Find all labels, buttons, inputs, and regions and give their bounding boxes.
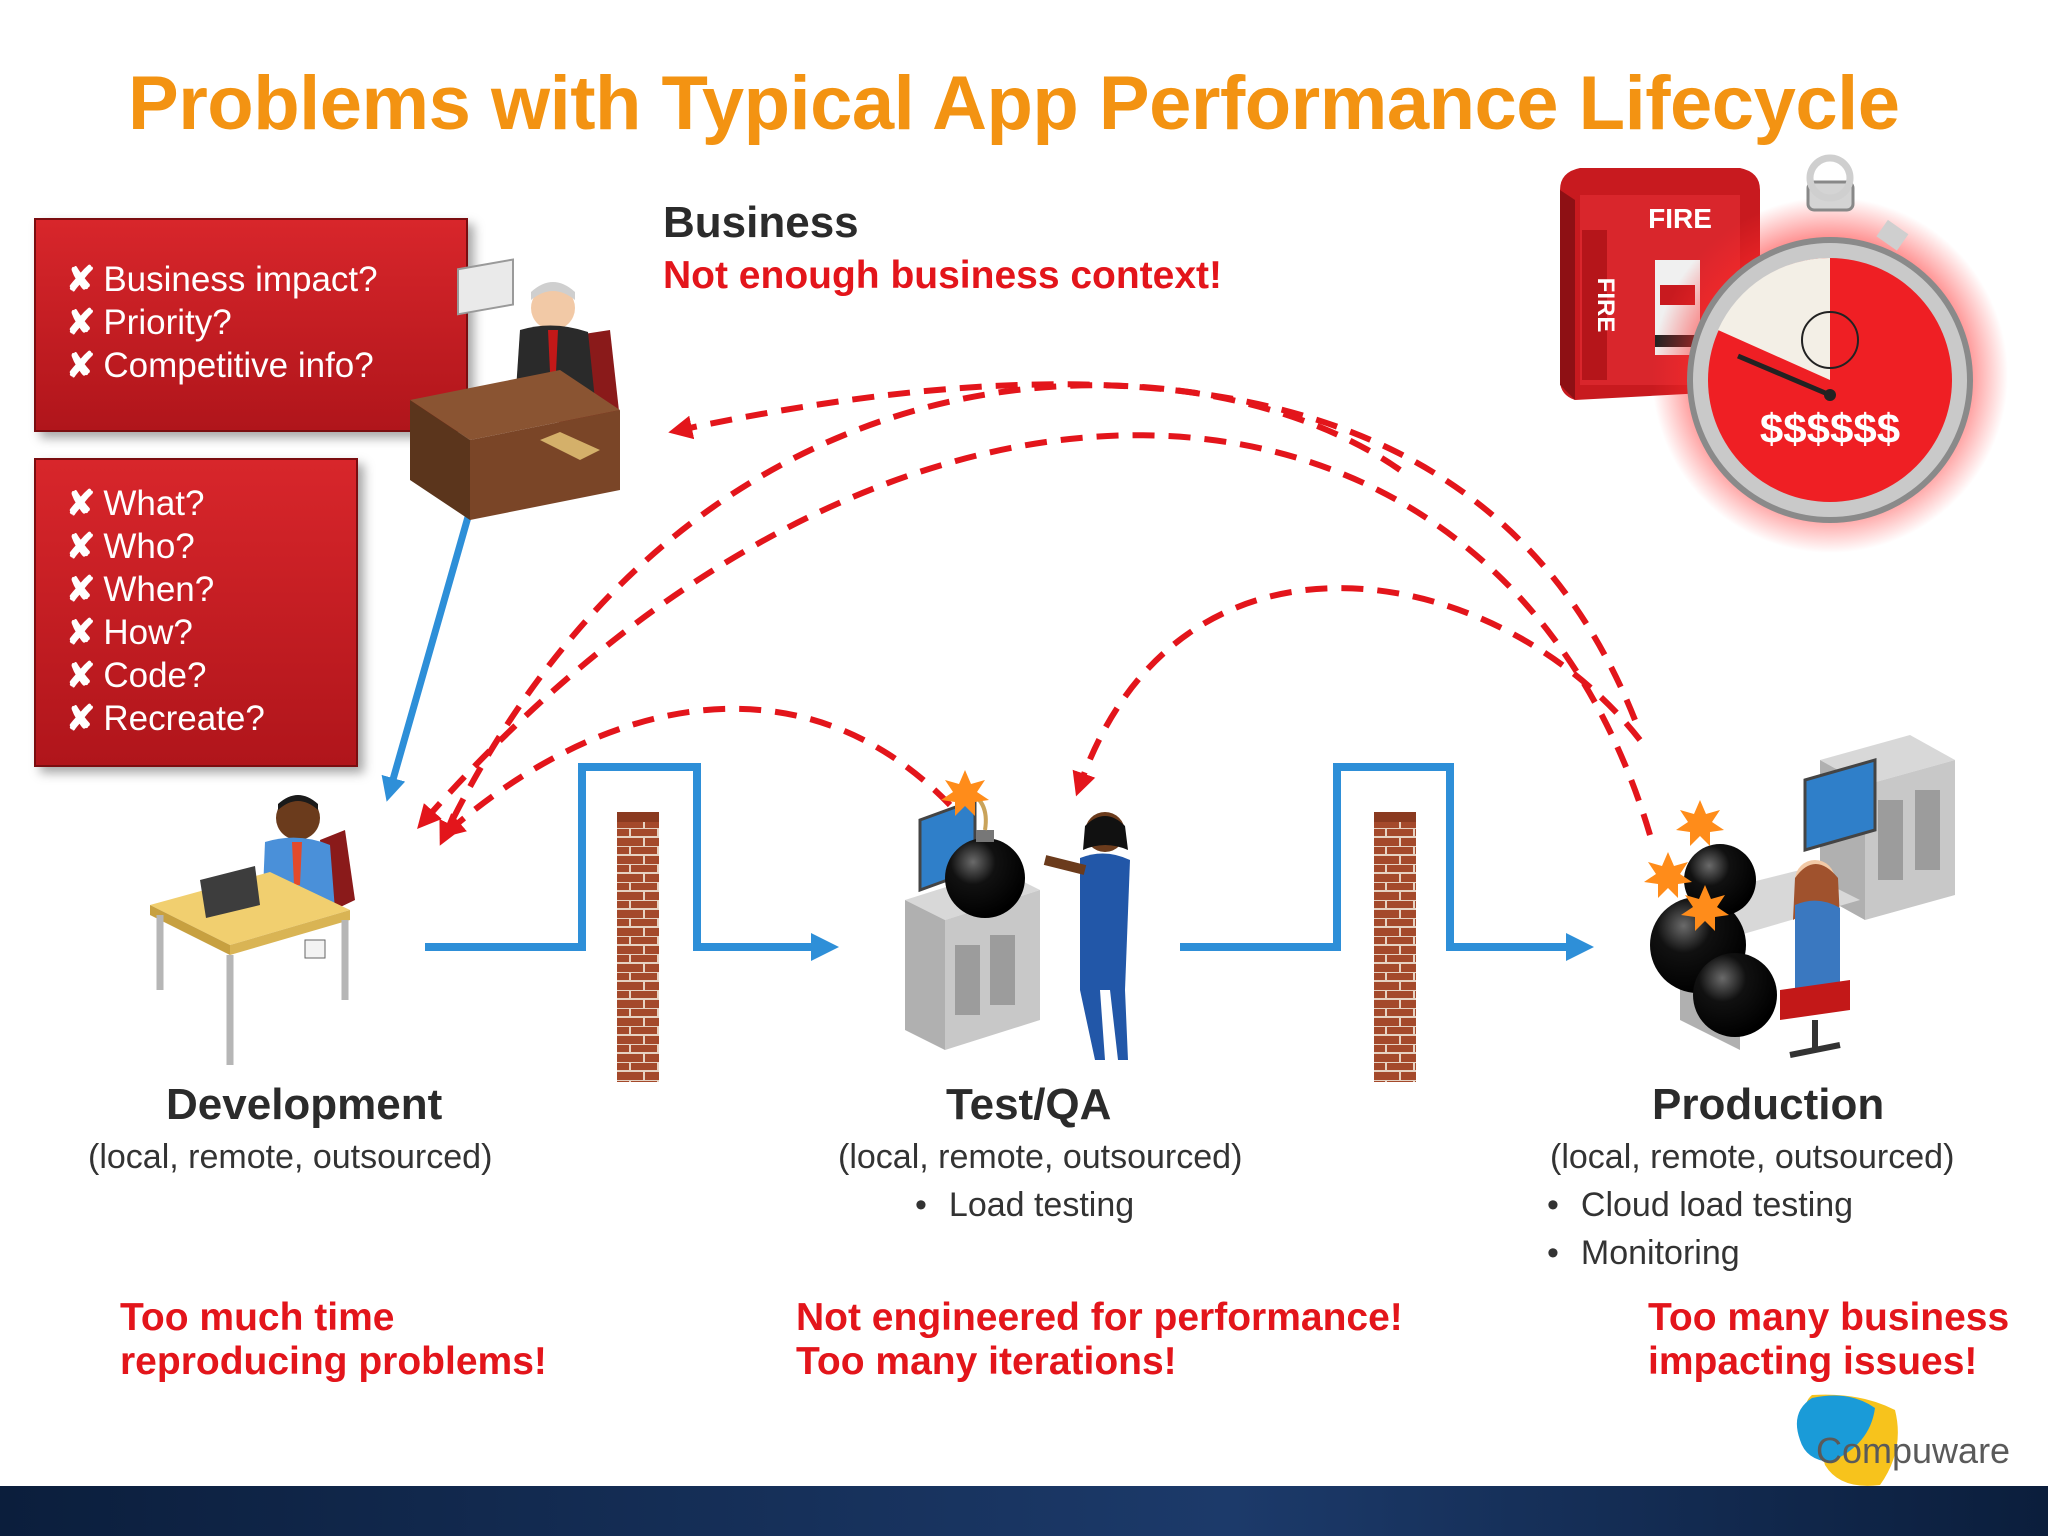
feedback-arrow-test-to-dev bbox=[440, 705, 953, 838]
feedback-arrow-production-to-dev bbox=[417, 432, 1653, 836]
brick-wall-2 bbox=[1374, 812, 1416, 1082]
question-item: ✘Code? bbox=[66, 656, 207, 695]
question-item: ✘Business impact? bbox=[66, 260, 378, 299]
problem-line: Too many business bbox=[1648, 1296, 2010, 1339]
business-person-illustration bbox=[410, 258, 620, 520]
stage-title-production: Production bbox=[1652, 1080, 1885, 1129]
problem-line: Not engineered for performance! bbox=[796, 1296, 1403, 1339]
business-label: Business bbox=[663, 198, 859, 247]
flow-arrow-test-to-production bbox=[1180, 763, 1594, 961]
dev-questions-box: ✘What? ✘Who? ✘When? ✘How? ✘Code? ✘Recrea… bbox=[34, 458, 358, 767]
tester-illustration bbox=[905, 770, 1130, 1060]
logo-text: Compuware bbox=[1816, 1430, 2010, 1471]
stage-sub-development: (local, remote, outsourced) bbox=[88, 1138, 493, 1176]
question-item: ✘Competitive info? bbox=[66, 346, 374, 385]
question-item: ✘Recreate? bbox=[66, 699, 265, 738]
feedback-arrow-production-to-business bbox=[668, 381, 1638, 722]
problem-testqa: Not engineered for performance! Too many… bbox=[796, 1296, 1403, 1384]
stage-sub-testqa: (local, remote, outsourced) bbox=[838, 1138, 1243, 1176]
feedback-arrow-business-to-dev bbox=[439, 382, 1402, 846]
problem-line: reproducing problems! bbox=[120, 1340, 547, 1383]
stage-sub-production: (local, remote, outsourced) bbox=[1550, 1138, 1955, 1176]
footer-bar bbox=[0, 1486, 2048, 1536]
stage-title-development: Development bbox=[166, 1080, 443, 1129]
stage-title-testqa: Test/QA bbox=[946, 1080, 1112, 1129]
fire-alarm-label: FIRE bbox=[1648, 203, 1712, 234]
compuware-logo bbox=[1796, 1394, 1898, 1486]
bullet-item: Cloud load testing bbox=[1547, 1186, 1853, 1225]
cross-icon: ✘ bbox=[66, 613, 96, 652]
stopwatch-label: $$$$$$ bbox=[1760, 405, 1900, 452]
problem-line: Too much time bbox=[120, 1296, 395, 1339]
question-item: ✘Priority? bbox=[66, 303, 232, 342]
question-item: ✘How? bbox=[66, 613, 193, 652]
problem-line: impacting issues! bbox=[1648, 1340, 1978, 1383]
flow-arrow-business-to-dev bbox=[381, 509, 474, 802]
bullet-item: Monitoring bbox=[1547, 1234, 1740, 1273]
cross-icon: ✘ bbox=[66, 303, 96, 342]
cross-icon: ✘ bbox=[66, 527, 96, 566]
developer-illustration bbox=[150, 795, 355, 1065]
cross-icon: ✘ bbox=[66, 260, 96, 299]
stopwatch-illustration bbox=[1652, 154, 2008, 553]
cross-icon: ✘ bbox=[66, 346, 96, 385]
flow-arrow-dev-to-test bbox=[425, 763, 839, 961]
question-item: ✘What? bbox=[66, 484, 205, 523]
business-problem: Not enough business context! bbox=[663, 254, 1223, 297]
problem-production: Too many business impacting issues! bbox=[1648, 1296, 2009, 1384]
cross-icon: ✘ bbox=[66, 484, 96, 523]
business-questions-box: ✘Business impact? ✘Priority? ✘Competitiv… bbox=[34, 218, 468, 432]
question-item: ✘When? bbox=[66, 570, 215, 609]
problem-development: Too much time reproducing problems! bbox=[120, 1296, 547, 1384]
brick-wall-1 bbox=[617, 812, 659, 1082]
feedback-arrow-production-to-test bbox=[1072, 585, 1643, 797]
question-item: ✘Who? bbox=[66, 527, 195, 566]
cross-icon: ✘ bbox=[66, 570, 96, 609]
diagram-graphics: FIRE FIRE $$$$$$ Compuware bbox=[150, 154, 2010, 1486]
problem-line: Too many iterations! bbox=[796, 1340, 1177, 1383]
page-title: Problems with Typical App Performance Li… bbox=[128, 61, 1900, 146]
bullet-item: Load testing bbox=[915, 1186, 1134, 1225]
cross-icon: ✘ bbox=[66, 699, 96, 738]
cross-icon: ✘ bbox=[66, 656, 96, 695]
fire-alarm-vertical-label: FIRE bbox=[1592, 278, 1619, 333]
production-illustration bbox=[1644, 735, 1955, 1058]
